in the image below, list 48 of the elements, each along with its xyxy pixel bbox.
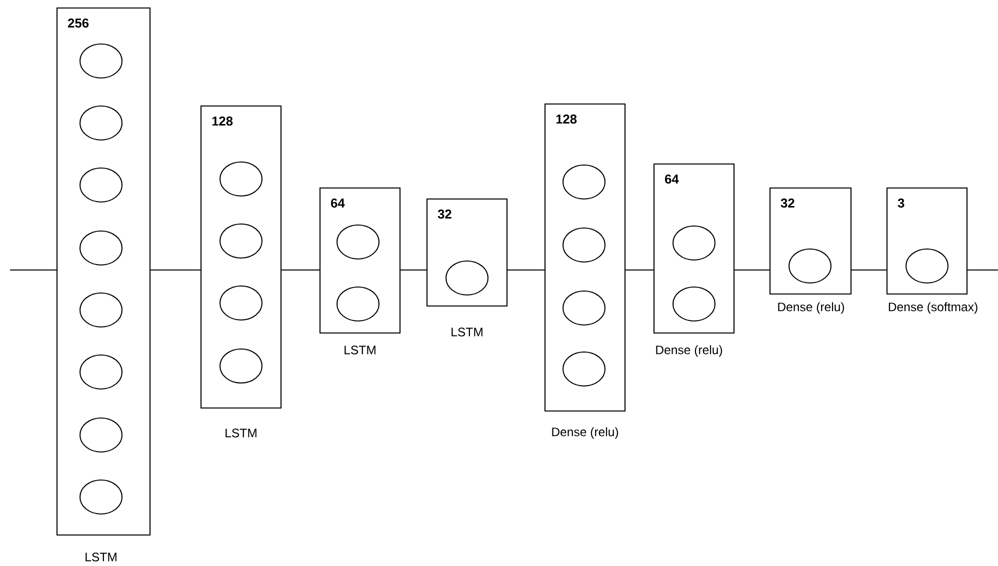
neuron-circle: [79, 354, 123, 390]
connector-line: [852, 269, 886, 271]
layer-box: 32: [426, 198, 508, 307]
layer-box: 3: [886, 187, 968, 295]
neuron-circle: [79, 292, 123, 328]
neuron-circle: [79, 105, 123, 141]
layer-label: Dense (softmax): [888, 302, 978, 314]
neuron-circle: [672, 225, 716, 261]
connector-line: [150, 269, 200, 271]
neuron-circle: [562, 227, 606, 263]
layer-label: Dense (relu): [552, 427, 618, 439]
connector-line: [734, 269, 770, 271]
neuron-circle: [445, 260, 489, 296]
neuron-circle: [79, 230, 123, 266]
layer-label: Dense (relu): [656, 345, 722, 357]
neuron-circle: [905, 248, 949, 284]
layer-label: LSTM: [452, 328, 482, 336]
layer-box: 256: [56, 7, 151, 536]
neuron-circle: [672, 286, 716, 322]
connector-line: [968, 269, 998, 271]
layer-box: 64: [653, 163, 735, 334]
layer-box: 64: [319, 187, 401, 334]
neuron-circle: [219, 223, 263, 259]
neuron-circle: [79, 417, 123, 453]
layer-box: 32: [769, 187, 852, 295]
neuron-circle: [562, 290, 606, 326]
connector-line: [282, 269, 320, 271]
neuron-circle: [336, 286, 380, 322]
layer-box: 128: [200, 105, 282, 408]
neuron-circle: [79, 479, 123, 515]
connector-line: [508, 269, 544, 271]
layer-label: LSTM: [86, 552, 116, 562]
connector-line: [626, 269, 654, 271]
connector-line: [10, 269, 56, 271]
layer-label: LSTM: [226, 428, 256, 438]
connector-line: [400, 269, 426, 271]
neuron-circle: [79, 167, 123, 203]
neuron-circle: [562, 164, 606, 200]
neuron-circle: [219, 348, 263, 384]
neuron-circle: [219, 285, 263, 321]
layer-box: 128: [544, 103, 626, 412]
neuron-circle: [79, 43, 123, 79]
neuron-circle: [219, 161, 263, 197]
neuron-circle: [788, 248, 832, 284]
layer-label: LSTM: [344, 346, 376, 354]
neuron-circle: [336, 224, 380, 260]
layer-label: Dense (relu): [778, 302, 844, 314]
neuron-circle: [562, 351, 606, 387]
